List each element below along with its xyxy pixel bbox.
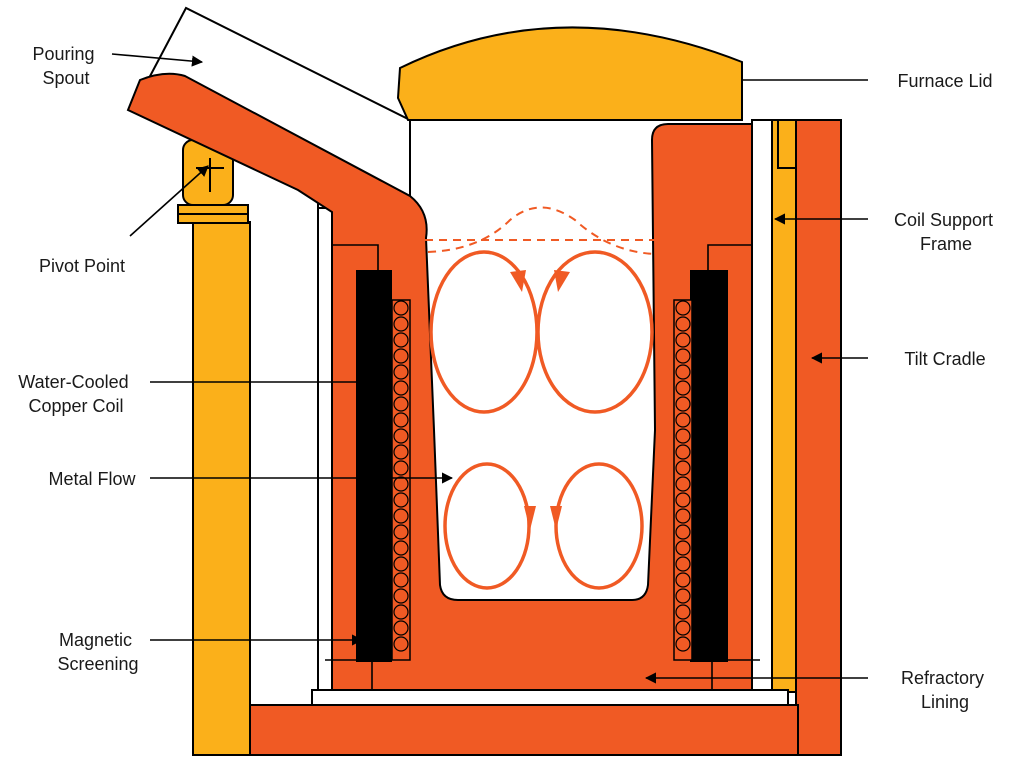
coil-turn [675,636,691,652]
coil-turn [393,396,409,412]
coil-turn [393,604,409,620]
flow-arrow [510,270,526,292]
coil-turn [393,364,409,380]
leader-pivot-point [129,165,209,237]
coil-turn [675,540,691,556]
flow-loop-lower-left [443,462,531,590]
flow-arrow [524,506,536,530]
coil-turn [393,556,409,572]
label-furnace-lid: Furnace Lid [897,71,992,91]
coil-turn [393,348,409,364]
right-coil-turns [675,300,691,652]
coil-turn [393,412,409,428]
left-coil-assembly [325,244,411,690]
coil-turn [675,444,691,460]
coil-turn [675,380,691,396]
coil-turn [393,540,409,556]
label-magnetic-screening: Magnetic Screening [57,630,138,674]
tilt-cradle [249,119,842,756]
coil-turn [675,364,691,380]
coil-turn [393,300,409,316]
flow-arrow [550,506,562,530]
coil-turn [393,444,409,460]
coil-turn [675,428,691,444]
frame-outer-white [751,119,773,693]
coil-turn [393,620,409,636]
coil-turn [393,332,409,348]
coil-turn [675,316,691,332]
coil-turn [675,460,691,476]
coil-turn [393,476,409,492]
left-coil-turns [393,300,409,652]
label-pivot-point: Pivot Point [39,256,125,276]
label-metal-flow: Metal Flow [48,469,136,489]
label-refractory-lining: Refractory Lining [901,668,989,712]
flow-loop-upper-right [536,250,654,414]
frame-steel-bar [771,119,797,693]
coil-turn [675,604,691,620]
coil-turn [675,412,691,428]
left-magnetic-screening [356,270,392,662]
coil-turn [393,524,409,540]
left-post [192,221,251,756]
label-pouring-spout: Pouring Spout [32,44,99,88]
coil-turn [393,492,409,508]
coil-turn [393,588,409,604]
coil-turn [393,428,409,444]
coil-turn [675,556,691,572]
coil-turn [393,460,409,476]
label-water-cooled-coil: Water-Cooled Copper Coil [18,372,133,416]
label-tilt-cradle: Tilt Cradle [904,349,985,369]
flow-loop-lower-right [554,462,644,590]
labels: Pouring Spout Pivot Point Water-Cooled C… [18,44,998,712]
coil-turn [675,572,691,588]
coil-turn [393,508,409,524]
base-plate [311,689,789,706]
coil-support-frame [751,119,797,693]
right-magnetic-screening [690,270,728,662]
coil-turn [393,572,409,588]
coil-turn [675,476,691,492]
coil-turn [675,588,691,604]
leader-pouring-spout [111,53,204,67]
flow-arrow [554,270,570,292]
metal-flow-loops [429,250,654,590]
coil-turn [675,524,691,540]
leader-lines [111,53,868,684]
label-coil-support-frame: Coil Support Frame [894,210,998,254]
coil-turn [675,620,691,636]
coil-turn [675,396,691,412]
coil-turn [675,492,691,508]
tilt-cradle-column [795,119,842,756]
coil-turn [393,380,409,396]
tilt-cradle-base [249,704,799,756]
left-shell [317,207,333,693]
coil-turn [393,636,409,652]
coil-turn [675,508,691,524]
coil-turn [675,300,691,316]
coil-turn [675,348,691,364]
coil-turn [393,316,409,332]
furnace-lid [396,26,743,121]
left-support-post [177,139,251,756]
coil-turn [675,332,691,348]
melt-meniscus [425,206,656,255]
right-coil-assembly [673,244,760,690]
